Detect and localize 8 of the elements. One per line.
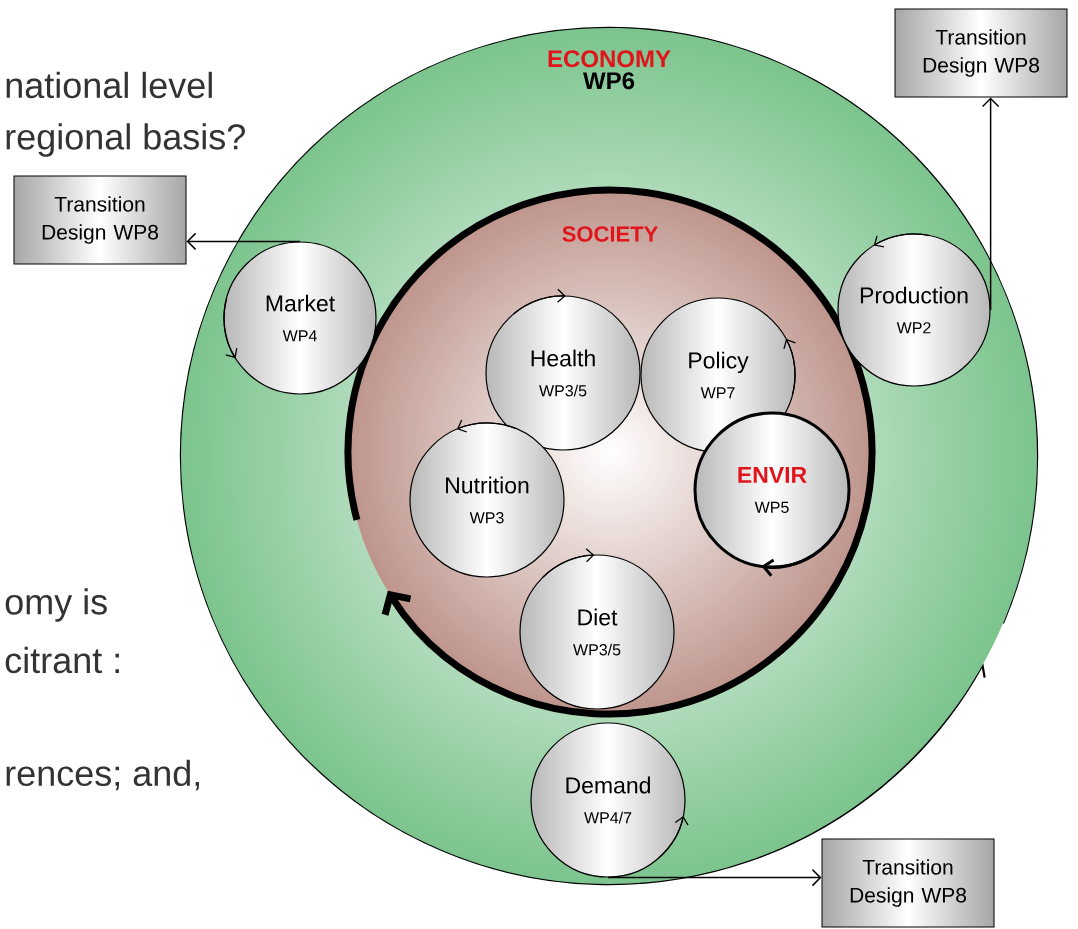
slide-text: omy is bbox=[5, 588, 107, 622]
transition-box: Transition Design WP8 bbox=[13, 175, 187, 265]
slide-text: citrant : bbox=[5, 646, 119, 674]
arrow bbox=[186, 232, 301, 251]
arrow bbox=[607, 868, 822, 887]
transition-box: Transition Design WP8 bbox=[821, 838, 995, 928]
arrow bbox=[981, 97, 1000, 311]
transition-box: Transition Design WP8 bbox=[894, 8, 1068, 98]
